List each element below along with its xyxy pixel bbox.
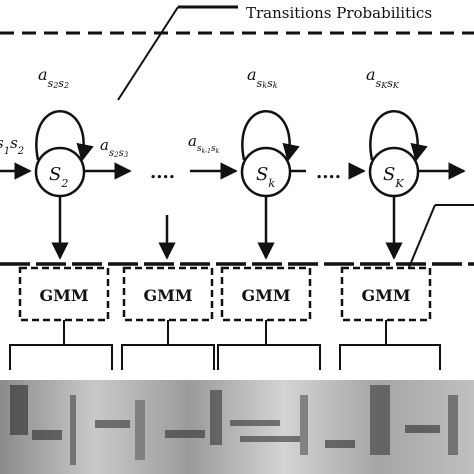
gmm-label-3: GMM xyxy=(241,286,290,305)
bracket-2 xyxy=(121,320,215,370)
gmm-pointer xyxy=(404,204,436,278)
state-sk: asksk Sk xyxy=(240,65,306,260)
gmm-box-4: GMM xyxy=(340,266,432,322)
state-label-s2: S2 xyxy=(49,164,68,190)
gmm-label-1: GMM xyxy=(39,286,88,305)
gmm-box-1: GMM xyxy=(18,266,110,322)
s2-out-label: as2s3 xyxy=(100,136,129,159)
bracket-4 xyxy=(339,320,441,370)
gmm-label-2: GMM xyxy=(143,286,192,305)
gmm-label-4: GMM xyxy=(361,286,410,305)
state-label-sk: Sk xyxy=(256,164,275,190)
self-loop-label-sK: asKsK xyxy=(366,65,400,90)
state-sK: asKsK SK xyxy=(366,65,466,260)
self-loop-s2 xyxy=(35,110,94,162)
caption-pointer xyxy=(117,6,179,101)
spectrogram xyxy=(0,380,474,474)
self-loop-label-sk: asksk xyxy=(247,65,278,90)
gmm-box-2: GMM xyxy=(122,266,214,322)
ellipsis-1: .... xyxy=(150,162,175,183)
self-loop-label-s2: as2s2 xyxy=(38,65,69,90)
self-loop-sk xyxy=(241,110,300,162)
state-label-sK: SK xyxy=(383,164,404,190)
ellipsis-2: .... xyxy=(316,162,341,183)
caption-text: Transitions Probabilitics xyxy=(246,4,432,22)
bracket-3 xyxy=(217,320,321,370)
into-k-label: ask-1sk xyxy=(188,132,220,155)
self-loop-sK xyxy=(369,110,428,162)
bracket-1 xyxy=(9,320,113,370)
gmm-box-3: GMM xyxy=(220,266,312,322)
state-s2: as2s2 S2 xyxy=(34,65,94,260)
